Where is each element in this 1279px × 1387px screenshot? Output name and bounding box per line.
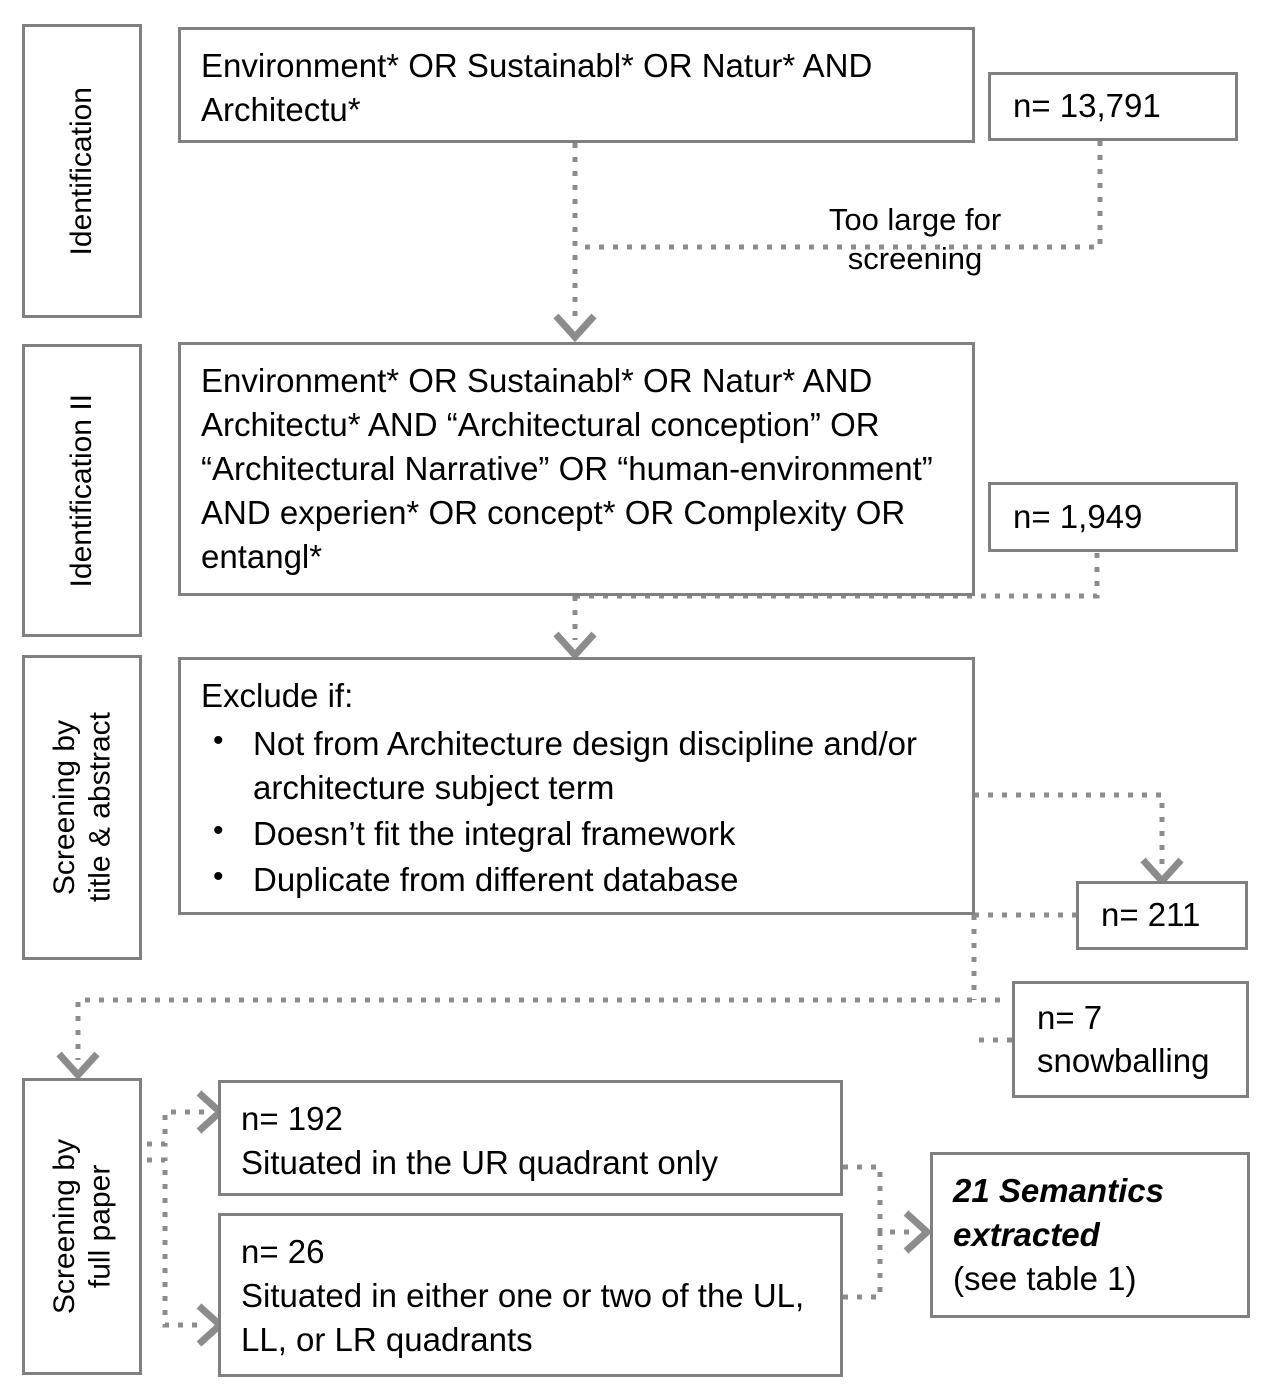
result-box-note: (see table 1) [953,1259,1137,1297]
count-box-13791: n= 13,791 [988,72,1238,141]
result-box-emphasis: 21 Semantics extracted [953,1172,1164,1253]
wire-quadrant-other-to-result [843,1232,883,1300]
wire-quadrant-ur-to-result [843,1164,912,1235]
stage-label-screening-title-abstract-text: Screening by title & abstract [47,712,116,903]
count-box-7-snowballing-text: n= 7 snowballing [1037,998,1210,1079]
wire-exclude-to-count211 [974,792,1165,866]
arrowhead-query2 [553,313,597,343]
query-box-identification-2-text: Environment* OR Sustainabl* OR Natur* AN… [201,362,933,575]
stage-label-screening-full-paper: Screening by full paper [22,1078,142,1375]
count-box-13791-text: n= 13,791 [1013,87,1161,125]
exclude-criteria-item: Doesn’t fit the integral framework [201,811,954,856]
query-box-identification: Environment* OR Sustainabl* OR Natur* AN… [178,27,975,143]
exclude-heading: Exclude if: [201,677,354,714]
stage-label-identification: Identification [22,24,142,318]
count-box-211-text: n= 211 [1101,896,1201,934]
wire-stage-to-quadrant-other [147,1157,205,1328]
query-box-identification-text: Environment* OR Sustainabl* OR Natur* AN… [201,47,873,128]
quadrant-box-ur: n= 192 Situated in the UR quadrant only [218,1080,843,1196]
stage-label-screening-title-abstract: Screening by title & abstract [22,655,142,960]
quadrant-box-other-description: Situated in either one or two of the UL,… [241,1276,805,1358]
arrowhead-result [903,1210,933,1254]
arrowhead-quadrant-other [196,1303,226,1347]
arrowhead-count211 [1140,857,1184,887]
result-box-semantics: 21 Semantics extracted (see table 1) [930,1152,1250,1318]
exclude-criteria-item: Not from Architecture design discipline … [201,721,954,810]
wire-to-full-paper-stage [75,997,1000,1060]
wire-stage-to-quadrant-ur [147,1109,205,1147]
arrowhead-full-paper-stage [56,1051,100,1081]
count-box-1949-text: n= 1,949 [1013,497,1143,535]
count-box-1949: n= 1,949 [988,482,1238,552]
count-box-211: n= 211 [1076,881,1248,950]
edge-label-too-large: Too large for screening [828,202,1002,277]
quadrant-box-other: n= 26 Situated in either one or two of t… [218,1213,843,1377]
stage-label-identification-2: Identification II [22,344,142,637]
quadrant-box-ur-description: Situated in the UR quadrant only [241,1143,718,1181]
count-box-7-snowballing: n= 7 snowballing [1012,981,1249,1098]
stage-label-identification-text: Identification [65,86,99,256]
exclude-criteria-item: Duplicate from different database [201,857,954,902]
quadrant-box-ur-count: n= 192 [241,1100,343,1137]
arrowhead-exclude [553,631,597,661]
stage-label-identification-2-text: Identification II [65,393,99,588]
query-box-identification-2: Environment* OR Sustainabl* OR Natur* AN… [178,342,975,596]
exclude-criteria-box: Exclude if: Not from Architecture design… [178,657,975,915]
arrowhead-quadrant-ur [196,1090,226,1134]
stage-label-screening-full-paper-text: Screening by full paper [47,1138,116,1315]
quadrant-box-other-count: n= 26 [241,1233,325,1270]
exclude-criteria-list: Not from Architecture design discipline … [201,721,954,902]
